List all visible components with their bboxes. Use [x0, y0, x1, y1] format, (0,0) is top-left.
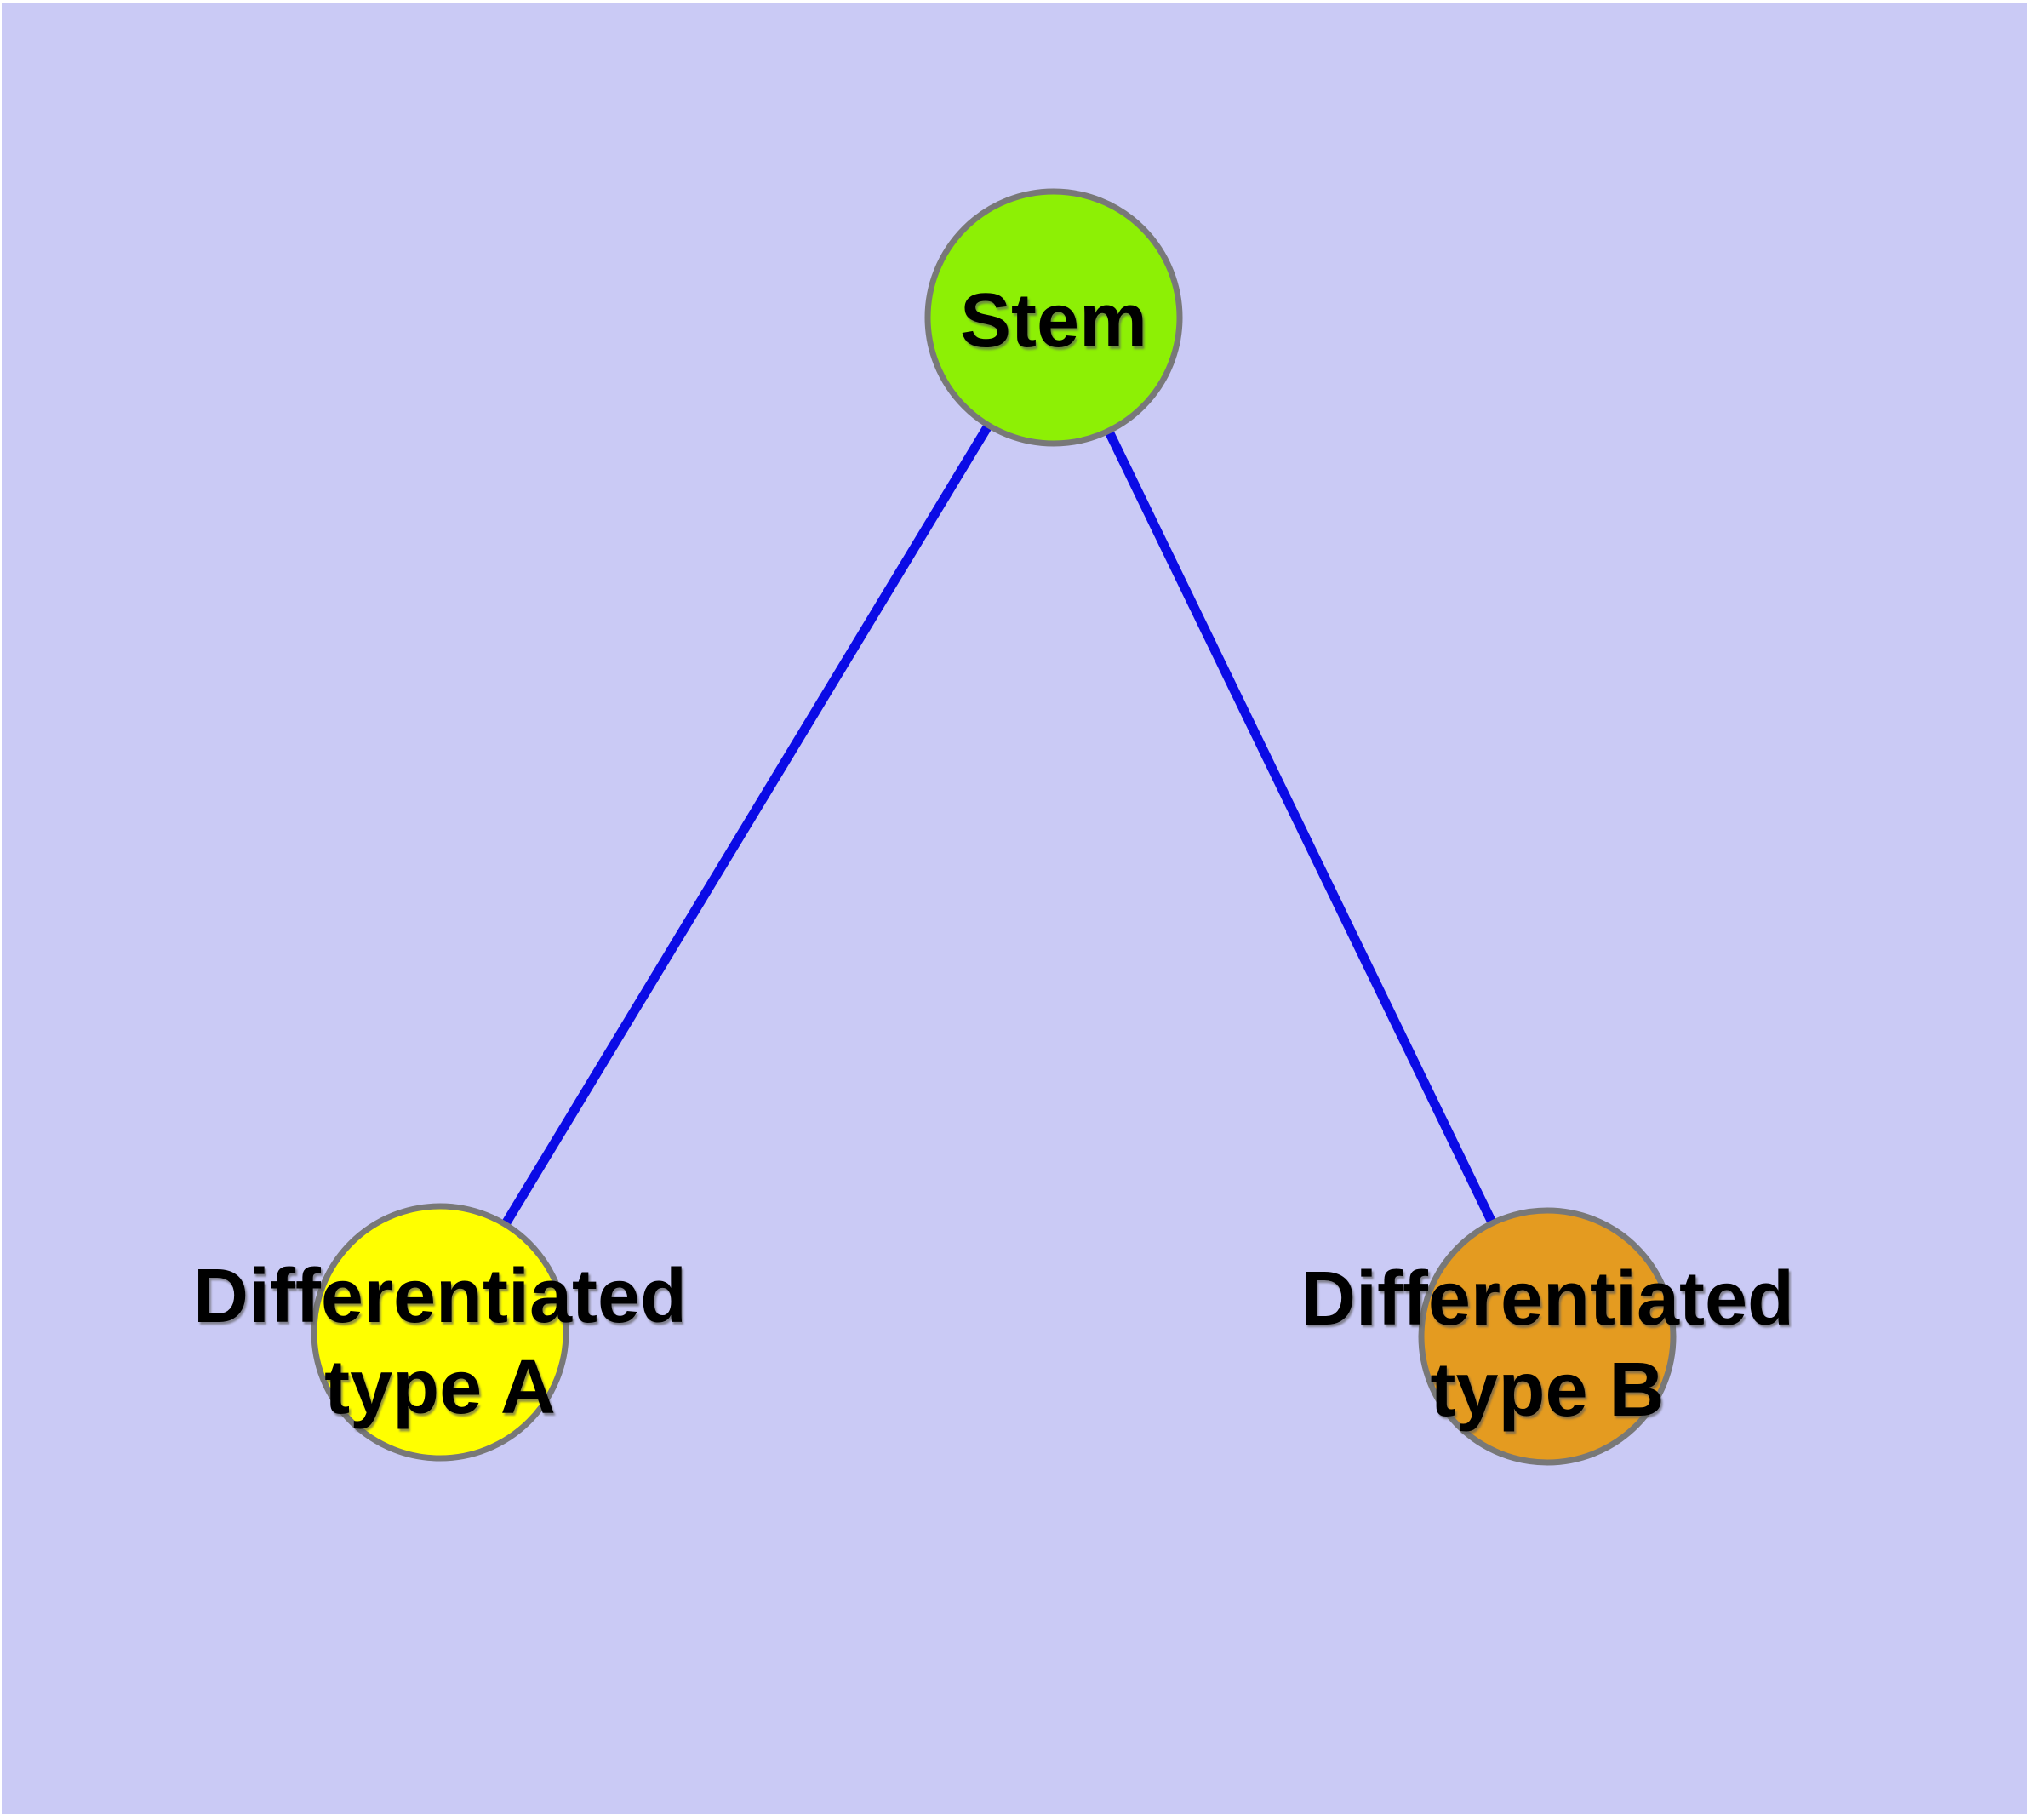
node-differentiated-type-a-label-line2: type A — [324, 1345, 556, 1430]
node-differentiated-type-b-label-line1: Differentiated — [1300, 1256, 1794, 1342]
node-differentiated-type-b-circle — [1418, 1207, 1677, 1466]
node-differentiated-type-a-circle — [311, 1203, 569, 1462]
edge-stem-to-type-a — [436, 315, 1058, 1335]
node-stem-label: Stem — [960, 278, 1147, 363]
node-stem-circle — [924, 188, 1183, 447]
node-differentiated-type-a-label-line1: Differentiated — [193, 1254, 687, 1339]
node-differentiated-type-a-label: Differentiated type A — [193, 1254, 687, 1430]
node-differentiated-type-b-label: Differentiated type B — [1300, 1256, 1794, 1433]
node-differentiated-type-b-label-line2: type B — [1430, 1348, 1664, 1433]
edge-group — [436, 315, 1552, 1339]
node-group — [311, 188, 1677, 1466]
label-group: Stem Differentiated type A Differentiate… — [193, 278, 1794, 1433]
edge-stem-to-type-b — [1049, 315, 1552, 1339]
